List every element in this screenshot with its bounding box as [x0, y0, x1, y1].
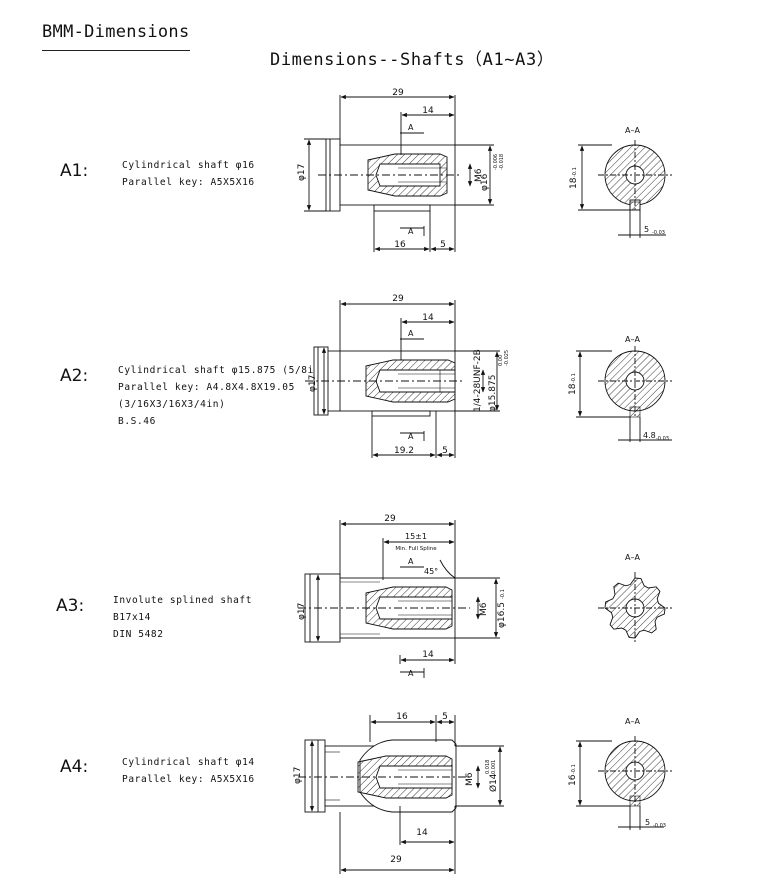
dim-spline: 15±1: [405, 532, 427, 541]
section-view-a1: [578, 140, 672, 238]
description-line: Cylindrical shaft φ16: [122, 160, 255, 171]
row-description-a2: Cylindrical shaft φ15.875 (5/8in) Parall…: [118, 362, 327, 430]
dim-tolerance: -0.1: [571, 373, 577, 383]
document-title: BMM-Dimensions: [42, 22, 190, 42]
description-line: DIN 5482: [113, 629, 164, 640]
row-label-a2: A2:: [60, 366, 89, 386]
dim-thread: M6: [474, 168, 484, 182]
dim-collar-dia: φ17: [297, 164, 307, 181]
dim-key-offset: 5: [442, 446, 448, 456]
dim-length: 29: [384, 514, 396, 524]
dim-thread: M6: [479, 602, 489, 616]
section-label: A–A: [625, 717, 640, 726]
dim-thread: 1/4-28UNF-2B: [473, 349, 483, 412]
dim-collar-dia: φ17: [297, 603, 307, 620]
section-mark: A: [408, 669, 414, 678]
description-line: Involute splined shaft: [113, 595, 253, 606]
title-underline: [42, 50, 190, 51]
dim-tolerance: 0.018: [485, 760, 491, 774]
dim-tolerance: -0.1: [500, 589, 506, 599]
description-line: Parallel key: A5X5X16: [122, 177, 255, 188]
dim-length: 29: [392, 294, 404, 304]
description-line: (3/16X3/16X3/4in): [118, 399, 226, 410]
section-label: A–A: [625, 335, 640, 344]
dim-key-length: 16: [394, 240, 406, 250]
dim-tolerance: -0.03: [653, 823, 666, 829]
dim-tolerance: -0.03: [656, 436, 669, 442]
dim-key-height: 18: [569, 177, 579, 189]
shaft-drawing-a4: [298, 715, 504, 874]
row-label-a3: A3:: [56, 596, 85, 616]
dim-inner: 14: [422, 313, 434, 323]
dim-tolerance: -0.03: [652, 230, 665, 236]
shaft-drawing-a3: [298, 520, 500, 678]
row-description-a3: Involute splined shaft B17x14 DIN 5482: [113, 592, 252, 643]
section-title: Dimensions--Shafts（A1~A3）: [270, 50, 555, 70]
dim-key-height: 18: [568, 383, 578, 395]
section-mark: A: [408, 557, 414, 566]
shaft-drawing-a2: [305, 300, 500, 458]
dim-thread: M6: [465, 772, 475, 786]
section-mark: A: [408, 432, 414, 441]
dim-collar-dia: φ17: [308, 375, 318, 392]
section-label: A–A: [625, 126, 640, 135]
dim-spline-note: Min. Full Spline: [395, 546, 437, 552]
dim-tolerance: 0.00: [498, 355, 504, 366]
dim-tolerance: -0.025: [504, 350, 510, 366]
dim-key-offset: 5: [440, 240, 446, 250]
dim-length: 29: [392, 88, 404, 98]
dim-shaft-dia: φ16: [480, 173, 490, 191]
dim-inner: 14: [416, 828, 428, 838]
dim-inner: 14: [422, 650, 434, 660]
dim-tolerance: -0.1: [571, 764, 577, 774]
dim-key-width: 5: [645, 818, 650, 827]
shaft-drawing-a1: [304, 94, 494, 252]
row-description-a4: Cylindrical shaft φ14 Parallel key: A5X5…: [122, 754, 255, 788]
dim-collar-dia: φ17: [293, 767, 303, 784]
dim-length: 29: [390, 855, 402, 865]
dim-inner: 14: [422, 106, 434, 116]
dim-shaft-dia: φ15.875: [488, 375, 498, 412]
row-label-a1: A1:: [60, 161, 89, 181]
description-line: Parallel key: A5X5X16: [122, 774, 255, 785]
section-mark: A: [408, 329, 414, 338]
dim-key-offset: 5: [442, 712, 448, 722]
dim-key-length: 19.2: [394, 446, 414, 456]
section-view-a3-spline: [598, 572, 672, 644]
dim-tolerance: -0.1: [572, 167, 578, 177]
description-line: B.S.46: [118, 416, 156, 427]
dim-key-height: 16: [568, 774, 578, 786]
dim-angle: 45°: [424, 567, 438, 576]
description-line: Cylindrical shaft φ14: [122, 757, 255, 768]
description-line: Parallel key: A4.8X4.8X19.05: [118, 382, 295, 393]
section-mark: A: [408, 123, 414, 132]
description-line: B17x14: [113, 612, 151, 623]
dim-tolerance: -0.006: [493, 154, 499, 170]
section-mark: A: [408, 227, 414, 236]
section-label: A–A: [625, 553, 640, 562]
dim-key-width: 4.8: [643, 431, 656, 440]
dim-key-width: 5: [644, 225, 649, 234]
description-line: Cylindrical shaft φ15.875 (5/8in): [118, 365, 327, 376]
dim-tolerance: -0.018: [499, 154, 505, 170]
row-description-a1: Cylindrical shaft φ16 Parallel key: A5X5…: [122, 157, 255, 191]
section-view-a2: [576, 346, 672, 442]
row-label-a4: A4:: [60, 757, 89, 777]
dim-shaft-dia: φ16.5: [497, 602, 507, 628]
section-view-a4: [576, 736, 672, 830]
dim-tolerance: 0.001: [491, 760, 497, 774]
dim-shaft-dia: Ø14: [488, 773, 499, 792]
dim-key-length: 16: [396, 712, 408, 722]
